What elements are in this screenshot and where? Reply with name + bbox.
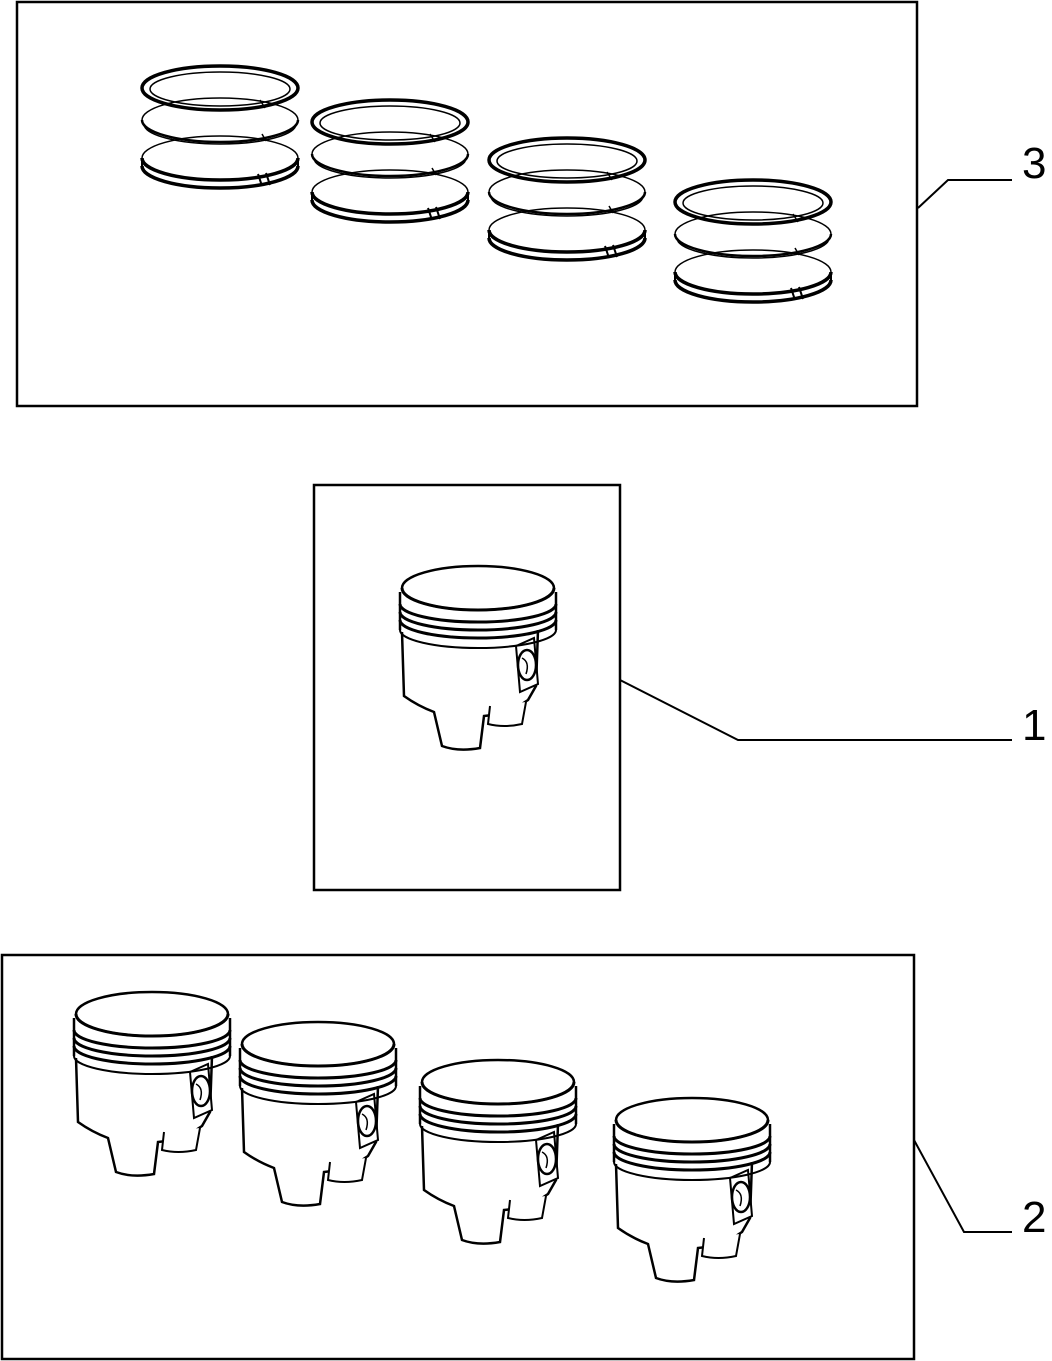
piston-set-frame [0,953,916,1361]
piston-set-2 [238,1020,398,1208]
piston-single [398,564,558,752]
piston-set-3 [418,1058,578,1246]
callout-label-2: 2 [1022,1193,1046,1242]
ring-sets-group [15,0,919,408]
ring-set-4 [673,178,833,304]
single-piston-frame [312,483,622,892]
callout-label-3: 3 [1022,139,1046,188]
piston-set-group [0,953,916,1361]
ring-sets-frame [15,0,919,408]
ring-set-1 [140,64,300,190]
callout-line-1 [619,679,1012,741]
callout-line-3 [917,179,1012,209]
ring-set-3 [487,136,647,262]
callout-line-2 [913,1139,1012,1233]
piston-set-4 [612,1096,772,1284]
single-piston-group [312,483,622,892]
ring-set-2 [310,98,470,224]
callout-label-1: 1 [1022,701,1046,750]
piston-set-1 [72,990,232,1178]
